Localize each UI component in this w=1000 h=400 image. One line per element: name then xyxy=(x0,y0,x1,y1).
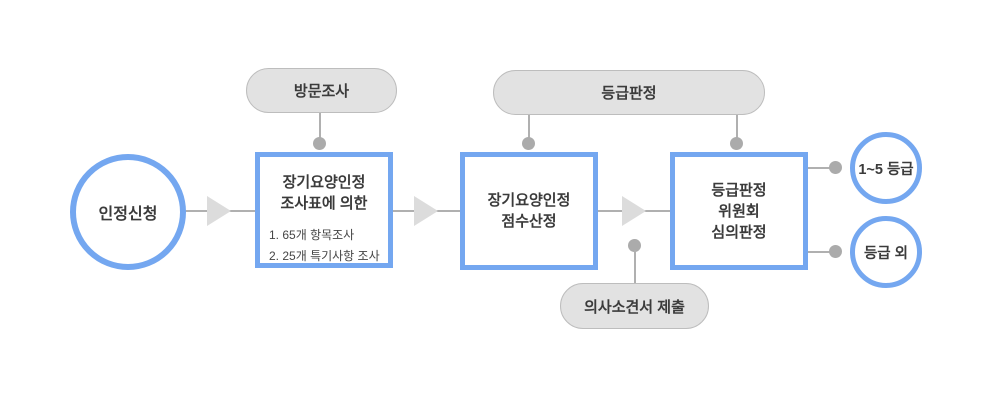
pill-visit-survey: 방문조사 xyxy=(246,68,397,113)
connector-line xyxy=(736,114,738,138)
node-committee-title: 등급판정 위원회 심의판정 xyxy=(711,181,767,241)
node-application-label: 인정신청 xyxy=(98,206,158,223)
connector-line xyxy=(319,112,321,138)
node-score-box: 장기요양인정 점수산정 xyxy=(460,152,598,270)
connector-dot xyxy=(829,245,842,258)
pill-doctor-opinion-label: 의사소견서 제출 xyxy=(584,298,685,316)
node-result-out-circle: 등급 외 xyxy=(850,216,922,288)
connector-dot xyxy=(313,137,326,150)
node-application-circle: 인정신청 xyxy=(70,154,186,270)
pill-doctor-opinion: 의사소견서 제출 xyxy=(560,283,709,329)
connector-dot xyxy=(522,137,535,150)
node-survey-title: 장기요양인정 조사표에 의한 xyxy=(280,174,368,212)
node-committee-box: 등급판정 위원회 심의판정 xyxy=(670,152,808,270)
arrowhead-icon xyxy=(622,196,646,226)
node-survey-items: 1. 65개 항목조사 2. 25개 특기사항 조사 xyxy=(260,225,388,266)
connector-line xyxy=(808,167,833,169)
connector-dot xyxy=(730,137,743,150)
node-score-title: 장기요양인정 점수산정 xyxy=(487,192,571,230)
node-result-grades-label: 1~5 등급 xyxy=(858,161,914,178)
node-result-out-label: 등급 외 xyxy=(863,245,909,262)
connector-line xyxy=(808,251,833,253)
pill-grade-decision-label: 등급판정 xyxy=(601,85,657,102)
connector-line xyxy=(528,114,530,138)
survey-item: 2. 25개 특기사항 조사 xyxy=(269,248,380,263)
connector-dot xyxy=(628,239,641,252)
survey-item: 1. 65개 항목조사 xyxy=(269,228,355,242)
arrowhead-icon xyxy=(207,196,231,226)
pill-grade-decision: 등급판정 xyxy=(493,70,765,115)
pill-visit-survey-label: 방문조사 xyxy=(293,83,350,100)
arrowhead-icon xyxy=(414,196,438,226)
node-survey-box: 장기요양인정 조사표에 의한 1. 65개 항목조사 2. 25개 특기사항 조… xyxy=(255,152,393,268)
node-result-grades-circle: 1~5 등급 xyxy=(850,132,922,204)
connector-line xyxy=(634,250,636,283)
connector-dot xyxy=(829,161,842,174)
